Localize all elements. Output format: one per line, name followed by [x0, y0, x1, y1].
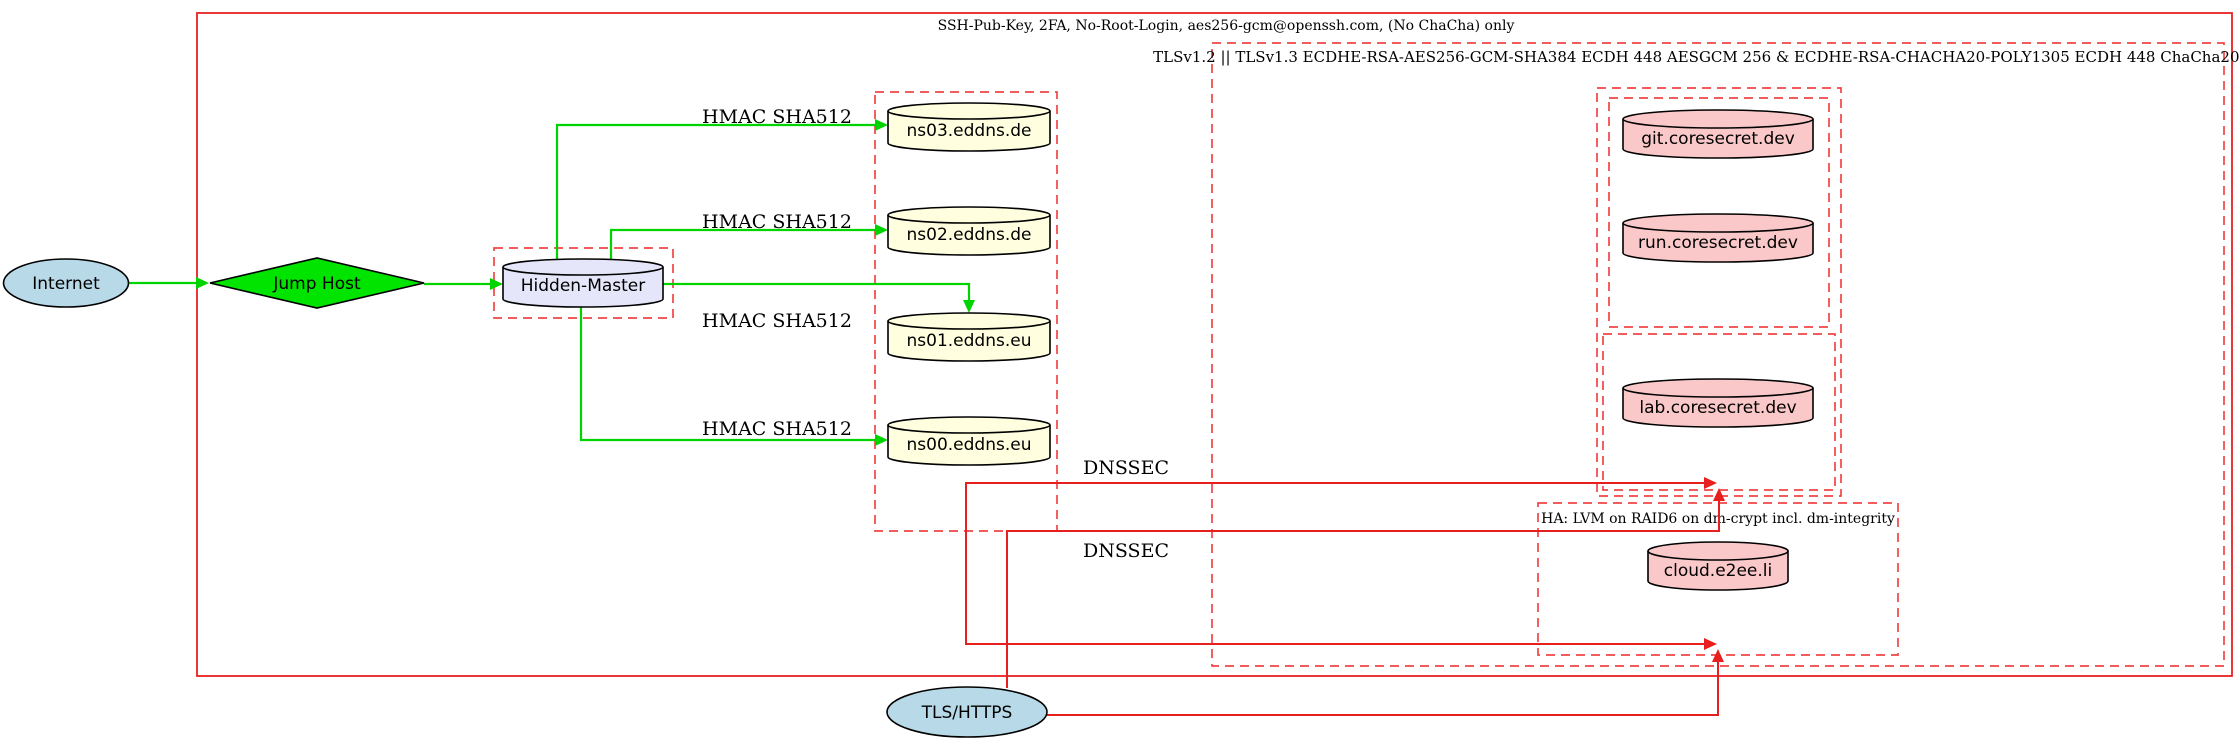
edge-hiddenmaster-ns02: [609, 228, 875, 262]
run-node: run.coresecret.dev: [1622, 213, 1814, 263]
secure-zone-box: [196, 12, 2233, 677]
cloud-label: cloud.e2ee.li: [1664, 561, 1772, 581]
edge-hiddenmaster-ns00: [579, 307, 875, 442]
arrowhead-jumphost-hiddenmaster: [490, 278, 503, 290]
ns03-node: ns03.eddns.de: [887, 102, 1051, 152]
ns01-label: ns01.eddns.eu: [907, 331, 1032, 351]
ns00-node: ns00.eddns.eu: [887, 416, 1051, 466]
coresecret-gitrun-box: [1608, 97, 1830, 328]
dnssec-label-2: DNSSEC: [1083, 540, 1169, 562]
git-node: git.coresecret.dev: [1622, 109, 1814, 159]
git-label: git.coresecret.dev: [1641, 129, 1795, 149]
arrowhead-hiddenmaster-ns00: [875, 434, 888, 446]
arrowhead-hiddenmaster-ns03: [875, 119, 888, 131]
tls-https-label: TLS/HTTPS: [921, 703, 1013, 723]
hmac-label-ns01: HMAC SHA512: [702, 310, 852, 332]
arrowhead-internet-jumphost: [196, 277, 209, 289]
edge-hiddenmaster-ns01: [663, 282, 971, 300]
ns03-label: ns03.eddns.de: [907, 121, 1032, 141]
lab-label: lab.coresecret.dev: [1639, 398, 1796, 418]
tls-cluster-box: [1211, 42, 2225, 667]
hidden-master-label: Hidden-Master: [521, 276, 646, 296]
secure-zone-label: SSH-Pub-Key, 2FA, No-Root-Login, aes256-…: [938, 18, 1515, 34]
jump-host-label: Jump Host: [272, 274, 361, 294]
cloud-node: cloud.e2ee.li: [1647, 541, 1789, 591]
jump-host-node: [209, 257, 425, 309]
edge-tls-to-ha-cluster: [1047, 662, 1719, 716]
tls-cluster-label: TLSv1.2 || TLSv1.3 ECDHE-RSA-AES256-GCM-…: [1153, 48, 2240, 66]
dnssec-label-1: DNSSEC: [1083, 457, 1169, 479]
ns02-label: ns02.eddns.de: [907, 225, 1032, 245]
run-label: run.coresecret.dev: [1638, 233, 1798, 253]
arrowhead-hiddenmaster-ns01: [963, 300, 975, 313]
edge-tls-to-lab-cluster: [1006, 501, 1720, 688]
edge-ns-to-lab-cluster: [965, 482, 1704, 531]
arrowhead-ns-to-ha: [1704, 638, 1717, 650]
arrowhead-ns-to-lab: [1704, 477, 1717, 489]
tls-https-node: [886, 686, 1048, 738]
lab-node: lab.coresecret.dev: [1622, 378, 1814, 428]
arrowhead-hiddenmaster-ns02: [875, 224, 888, 236]
edge-hiddenmaster-ns03: [555, 123, 875, 262]
hidden-master-node: Hidden-Master: [502, 258, 664, 308]
arrowhead-tls-to-ha: [1712, 649, 1724, 662]
internet-node: [2, 258, 130, 308]
ns01-node: ns01.eddns.eu: [887, 312, 1051, 362]
ns00-label: ns00.eddns.eu: [907, 435, 1032, 455]
hmac-label-ns02: HMAC SHA512: [702, 211, 852, 233]
internet-label: Internet: [32, 274, 100, 294]
edge-ns-to-ha-cluster: [965, 531, 1704, 645]
hmac-label-ns00: HMAC SHA512: [702, 418, 852, 440]
arrowhead-tls-to-lab: [1713, 488, 1725, 501]
hmac-label-ns03: HMAC SHA512: [702, 106, 852, 128]
ns02-node: ns02.eddns.de: [887, 206, 1051, 256]
